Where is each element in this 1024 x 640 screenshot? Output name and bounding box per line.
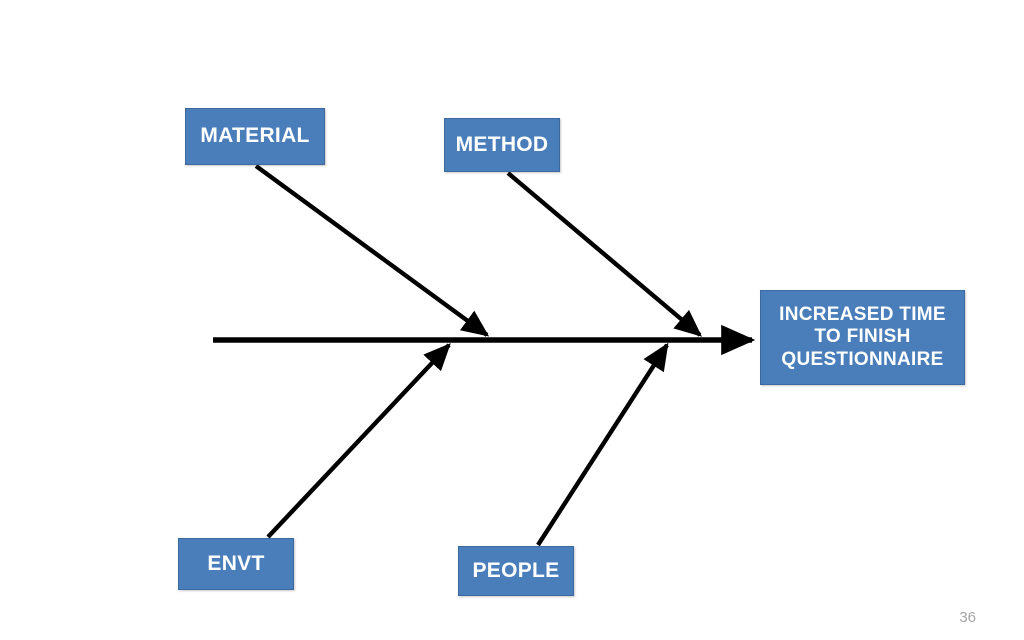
cause-label-method: METHOD — [455, 132, 549, 156]
cause-label-people: PEOPLE — [472, 558, 560, 582]
bone-line-envt — [266, 343, 451, 539]
cause-label-envt: ENVT — [207, 551, 265, 575]
bone-line-method — [506, 171, 703, 337]
cause-box-envt[interactable]: ENVT — [178, 538, 294, 590]
effect-line-1: INCREASED TIME — [779, 303, 946, 325]
page-number: 36 — [959, 609, 976, 626]
cause-box-people[interactable]: PEOPLE — [458, 546, 574, 596]
bone-line-material — [254, 164, 490, 337]
bone-line-people — [536, 342, 669, 547]
effect-box[interactable]: INCREASED TIME TO FINISH QUESTIONNAIRE — [760, 290, 965, 385]
effect-line-3: QUESTIONNAIRE — [781, 348, 944, 370]
cause-box-material[interactable]: MATERIAL — [185, 108, 325, 165]
effect-line-2: TO FINISH — [814, 326, 911, 348]
cause-label-material: MATERIAL — [200, 124, 310, 148]
cause-box-method[interactable]: METHOD — [444, 118, 560, 172]
